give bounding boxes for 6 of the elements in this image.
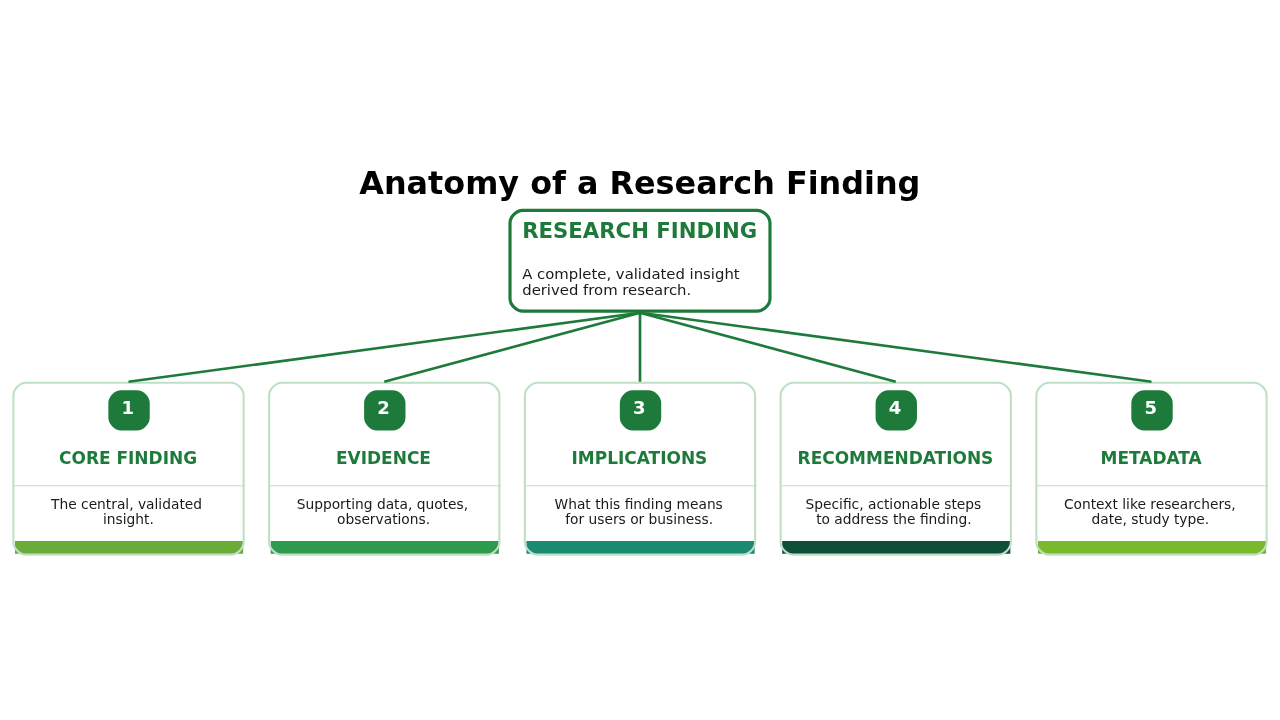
connector (383, 310, 641, 383)
connector (639, 310, 897, 383)
connector (639, 310, 1152, 383)
diagram-title: Anatomy of a Research Finding (359, 163, 921, 202)
connector (128, 310, 641, 383)
connector (638, 312, 642, 382)
